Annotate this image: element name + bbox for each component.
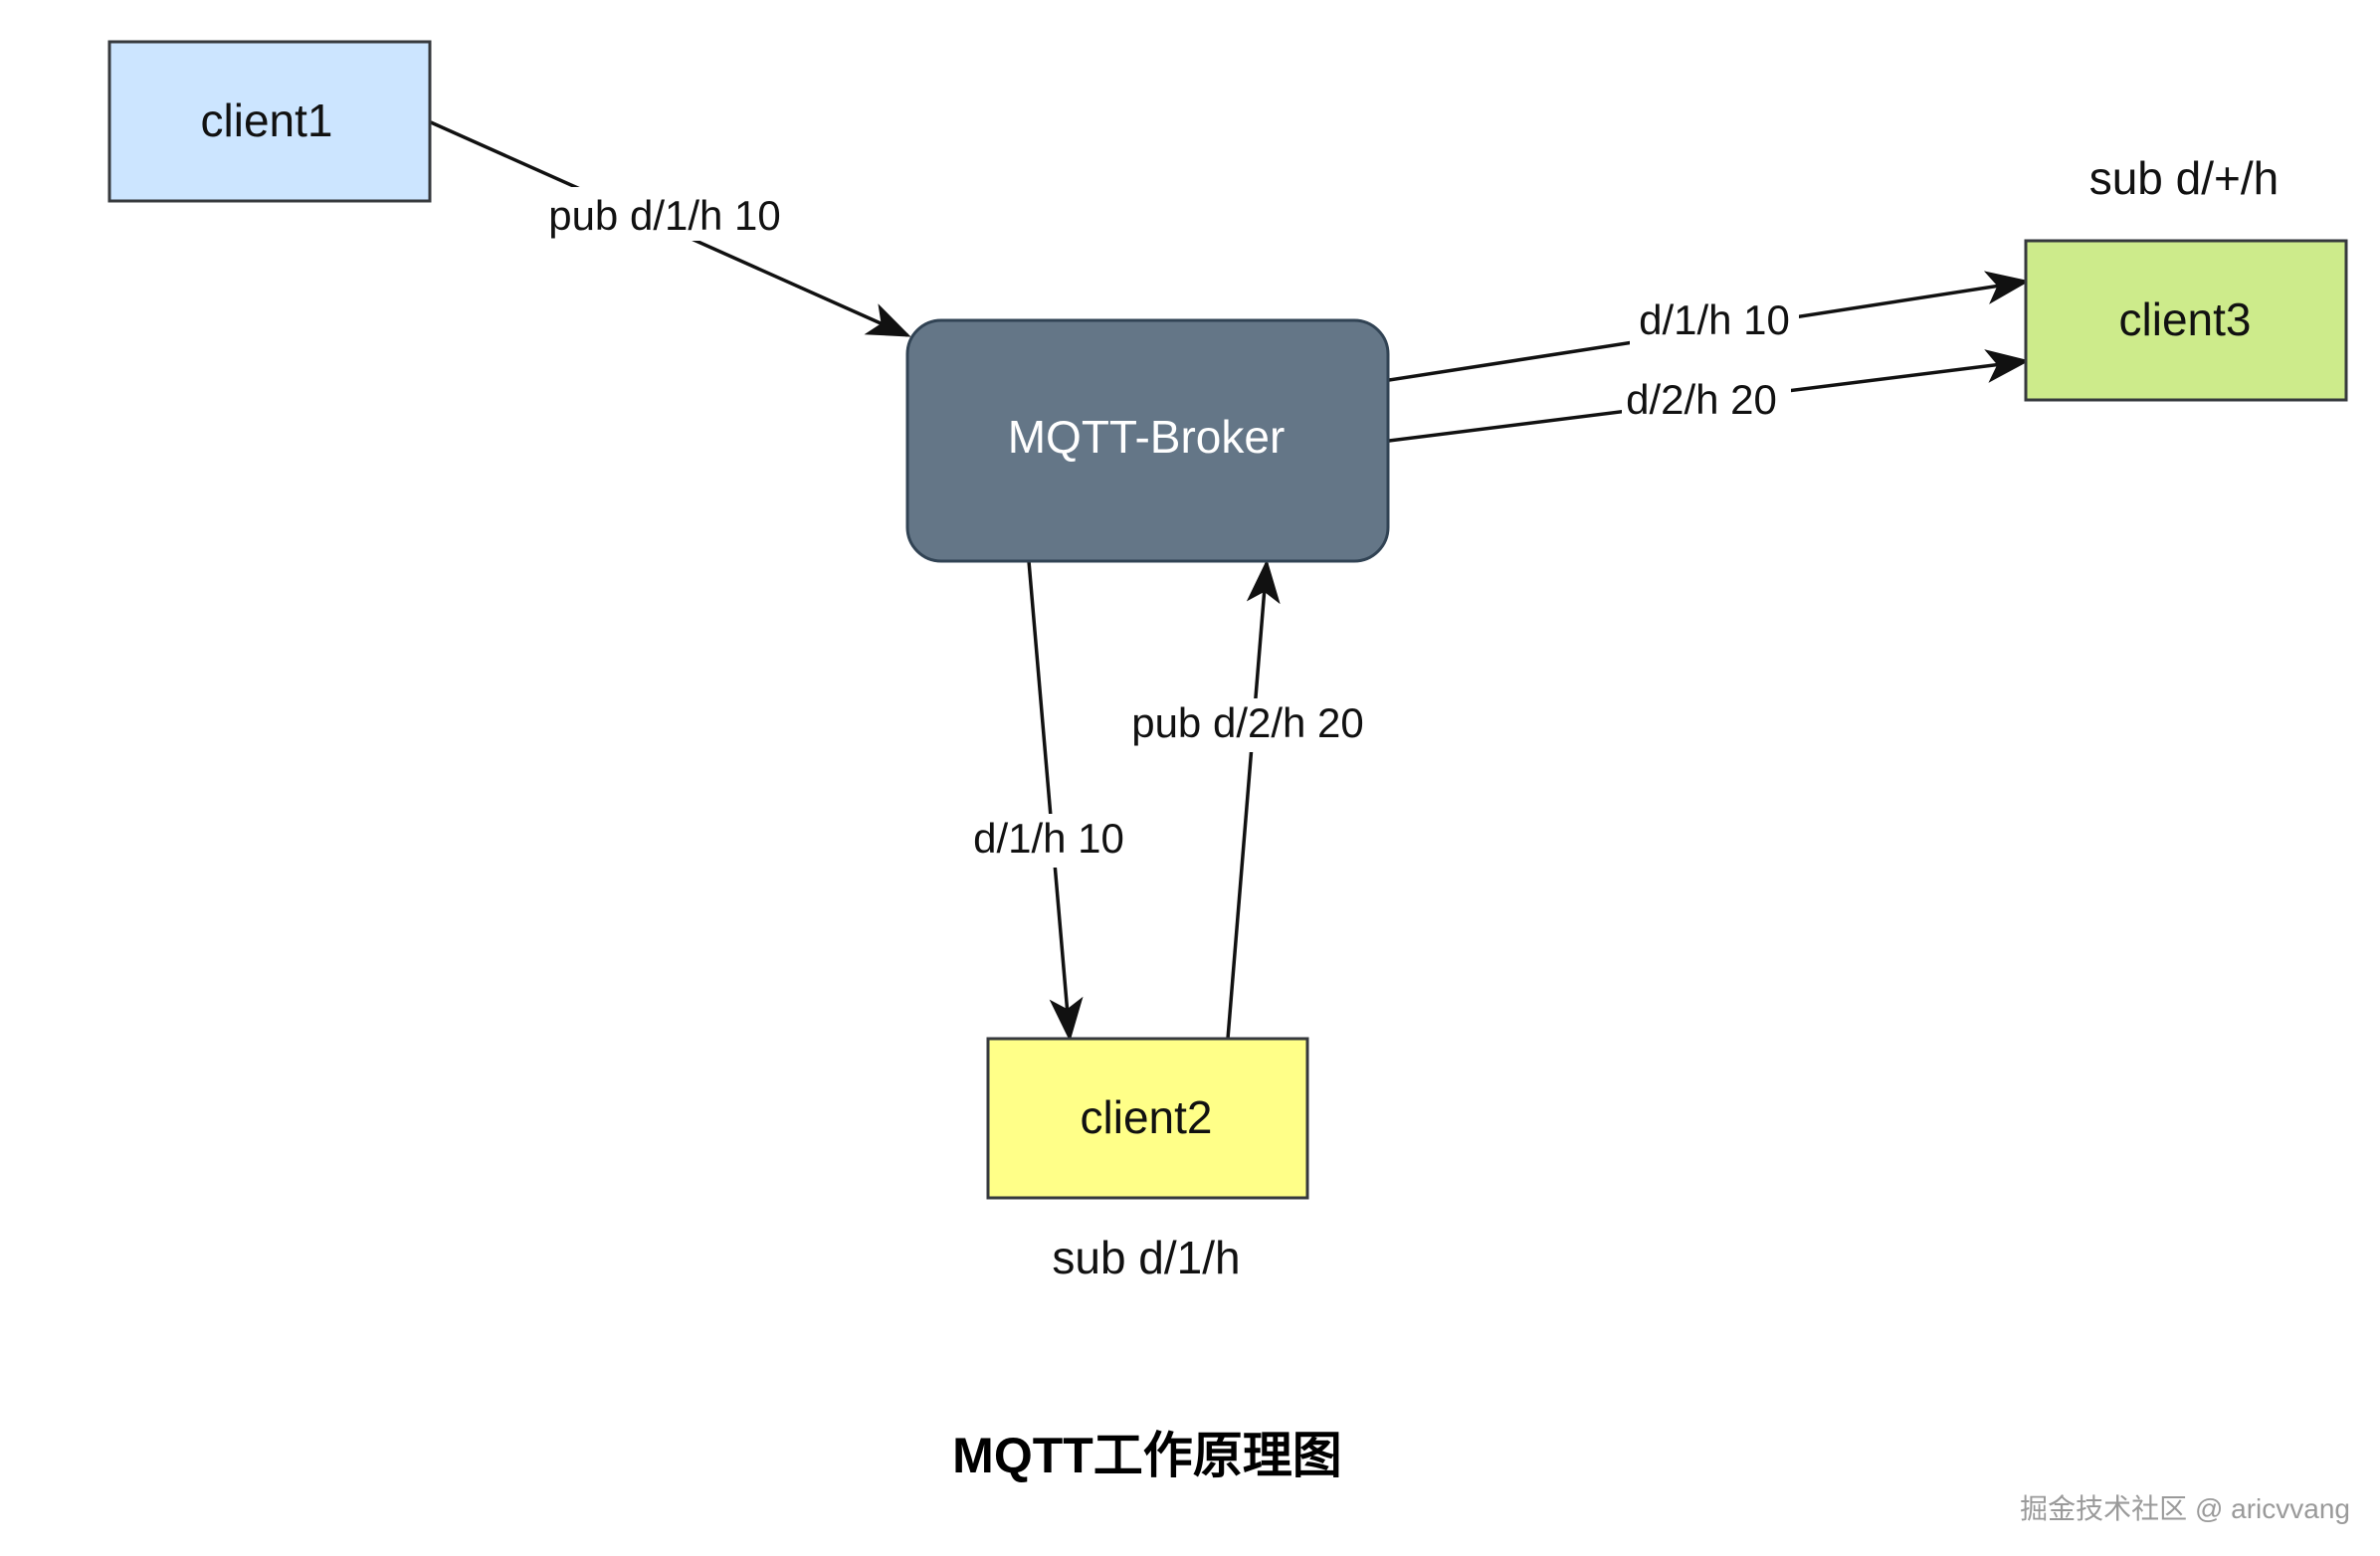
node-broker-box[interactable]	[905, 318, 1390, 563]
node-client2-label: client2	[1081, 1091, 1213, 1143]
node-client3[interactable]: client3	[2024, 239, 2348, 402]
node-client2[interactable]: client2	[986, 1037, 1309, 1200]
node-client3-label: client3	[2119, 293, 2252, 345]
node-client2-box[interactable]	[986, 1037, 1309, 1200]
edge-label-broker-to-client3-a: d/1/h 10	[1639, 296, 1790, 343]
node-client1-label: client1	[201, 95, 333, 146]
sub-label-client3: sub d/+/h	[2089, 152, 2280, 204]
edge-label-client2-to-broker: pub d/2/h 20	[1131, 699, 1364, 746]
watermark: 掘金技术社区 @ aricvvang	[2020, 1493, 2350, 1524]
edge-broker-to-client2	[1027, 560, 1084, 1042]
node-client1[interactable]: client1	[107, 40, 432, 203]
edge-client2-to-broker	[1226, 559, 1281, 1040]
sub-label-client2: sub d/1/h	[1052, 1232, 1240, 1283]
node-broker-label: MQTT-Broker	[1008, 411, 1286, 463]
edge-labels: pub d/1/h 10 d/1/h 10 d/2/h 20 d/1/h 10 …	[539, 187, 1799, 868]
edges	[430, 120, 2030, 1042]
node-broker[interactable]: MQTT-Broker	[905, 318, 1390, 563]
node-client3-box[interactable]	[2024, 239, 2348, 402]
edge-label-broker-to-client3-b: d/2/h 20	[1626, 376, 1777, 423]
edge-label-client1-to-broker: pub d/1/h 10	[548, 192, 781, 239]
edge-label-broker-to-client2: d/1/h 10	[973, 815, 1124, 862]
diagram-title: MQTT工作原理图	[952, 1428, 1342, 1483]
node-client1-box[interactable]	[107, 40, 432, 203]
